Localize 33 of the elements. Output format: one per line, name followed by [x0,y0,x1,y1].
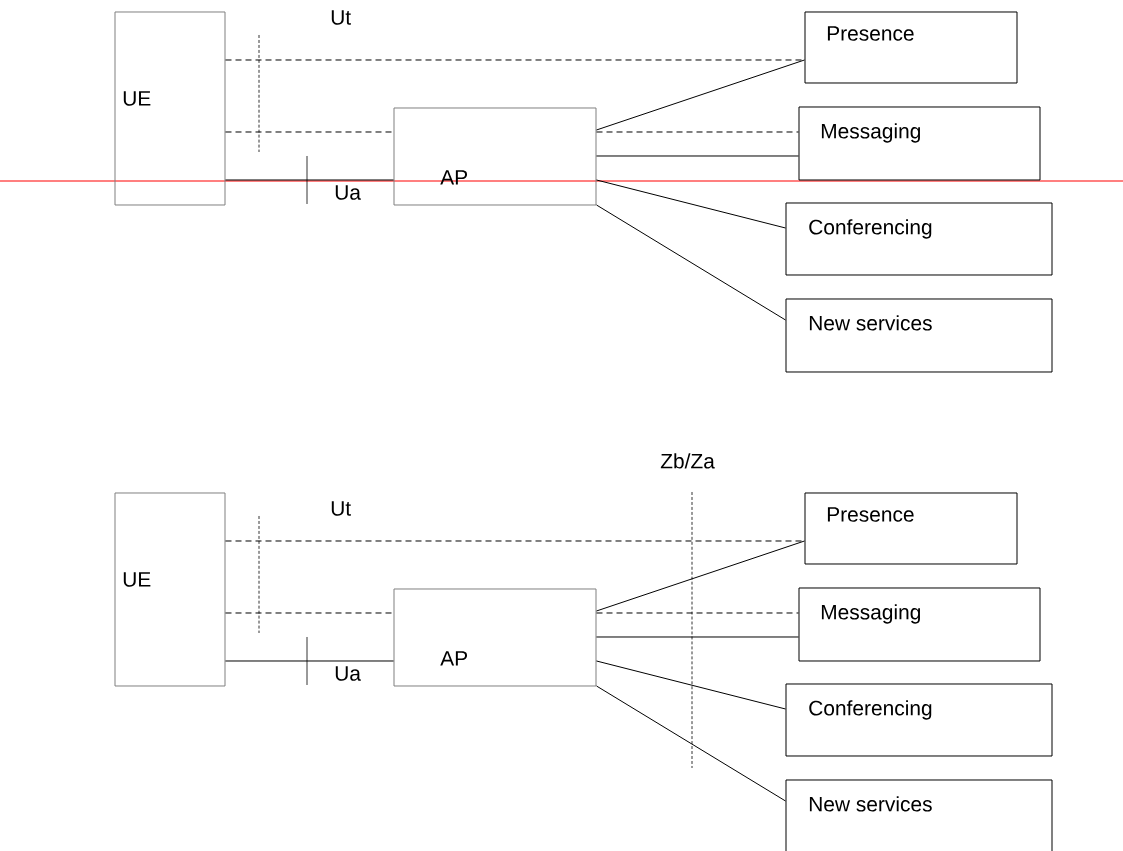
connector-line [596,131,799,133]
box: New services [785,779,1053,851]
box: Conferencing [785,683,1053,757]
box: AP [393,107,597,206]
interface-label: Ua [335,185,361,200]
connector-line [596,612,799,614]
connector-line [596,636,799,638]
box: Conferencing [785,202,1053,276]
connector-line [596,179,786,229]
interface-label: Zb/Za [660,453,715,469]
box: Messaging [798,587,1041,662]
interface-label: Ut [331,501,351,516]
connector-line [225,660,394,662]
box: UE [114,492,226,687]
connector-line [596,155,799,157]
connector-line [596,540,805,612]
connector-line [225,540,805,542]
box: New services [785,298,1053,373]
box: UE [114,11,226,206]
connector-line [225,59,805,61]
connector-line [225,612,394,614]
connector-line [596,685,786,802]
connector-line [596,204,786,321]
connector-line [225,131,394,133]
box: Presence [804,492,1018,565]
interface-label: Ua [335,666,361,681]
box: Presence [804,11,1018,84]
connector-line [596,660,786,710]
box: AP [393,588,597,687]
connector-line [596,59,805,131]
box: Messaging [798,106,1041,181]
interface-label: Ut [331,10,351,25]
connector-line [225,179,394,181]
